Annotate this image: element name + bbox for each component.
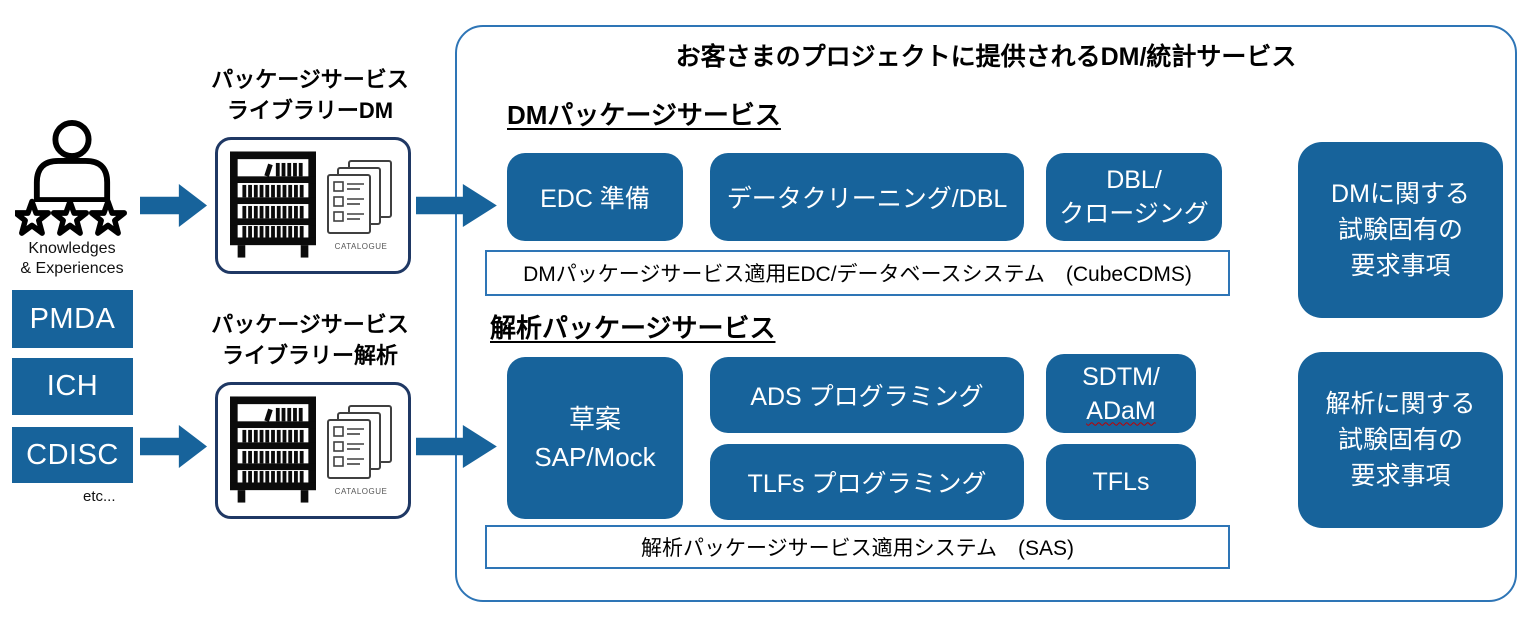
etc-label: etc... <box>83 488 116 505</box>
analysis-box-ads-programming: ADS プログラミング <box>710 357 1024 433</box>
knowledges-caption-line2: & Experiences <box>20 260 124 277</box>
analysis-box-tlfs-programming: TLFs プログラミング <box>710 444 1024 520</box>
analysis-box-sap-mock-line2: SAP/Mock <box>534 442 656 472</box>
source-box-cdisc: CDISC <box>12 427 133 483</box>
person-icon <box>30 118 114 203</box>
knowledges-caption-line1: Knowledges <box>28 240 116 257</box>
dm-box-data-cleaning-dbl: データクリーニング/DBL <box>710 153 1024 241</box>
dm-box-dbl-closing-line1: DBL/ <box>1106 166 1162 194</box>
requirement-box-analysis: 解析に関する 試験固有の 要求事項 <box>1298 352 1503 528</box>
bookshelf-icon <box>230 150 316 260</box>
arrow-right-icon-analysis-library-to-panel <box>416 424 498 469</box>
catalogue-label: CATALOGUE <box>334 242 388 251</box>
analysis-box-sdtm-line2: ADaM <box>1086 396 1156 425</box>
source-box-ich: ICH <box>12 358 133 415</box>
library-analysis-title-line2: ライブラリー解析 <box>221 343 398 368</box>
analysis-section-heading: 解析パッケージサービス <box>490 313 776 343</box>
source-box-pmda: PMDA <box>12 290 133 348</box>
catalogue-label: CATALOGUE <box>334 487 388 496</box>
catalogue-icon: CATALOGUE <box>326 160 396 251</box>
analysis-box-sdtm-line1: SDTM/ <box>1082 362 1160 391</box>
library-dm-title: パッケージサービス ライブラリーDM <box>195 64 425 126</box>
library-dm-title-line1: パッケージサービス <box>211 67 409 92</box>
requirement-box-dm-line3: 要求事項 <box>1350 252 1451 280</box>
analysis-box-tfls: TFLs <box>1046 444 1196 520</box>
dm-box-edc-preparation: EDC 準備 <box>507 153 683 241</box>
requirement-box-analysis-line1: 解析に関する <box>1325 390 1476 418</box>
dm-system-bar: DMパッケージサービス適用EDC/データベースシステム (CubeCDMS) <box>485 250 1230 296</box>
arrow-right-icon-knowledge-to-dm-library <box>140 183 208 228</box>
library-analysis-title-line1: パッケージサービス <box>211 312 409 337</box>
panel-title: お客さまのプロジェクトに提供されるDM/統計サービス <box>675 43 1297 71</box>
arrow-right-icon-dm-library-to-panel <box>416 183 498 228</box>
requirement-box-dm-line2: 試験固有の <box>1337 216 1463 244</box>
services-panel: お客さまのプロジェクトに提供されるDM/統計サービス DMパッケージサービス E… <box>455 25 1517 602</box>
requirement-box-dm: DMに関する 試験固有の 要求事項 <box>1298 142 1503 318</box>
library-dm-title-line2: ライブラリーDM <box>226 98 394 123</box>
requirement-box-dm-line1: DMに関する <box>1331 180 1470 208</box>
catalogue-icon: CATALOGUE <box>326 405 396 496</box>
dm-box-dbl-closing: DBL/ クロージング <box>1046 153 1222 241</box>
requirement-box-analysis-line2: 試験固有の <box>1337 426 1463 454</box>
arrow-right-icon-sources-to-analysis-library <box>140 424 208 469</box>
requirement-box-analysis-line3: 要求事項 <box>1350 462 1451 490</box>
dm-section-heading: DMパッケージサービス <box>507 100 781 130</box>
analysis-box-sap-mock-line1: 草案 <box>568 404 621 434</box>
library-dm-box: CATALOGUE <box>215 137 411 274</box>
library-analysis-box: CATALOGUE <box>215 382 411 519</box>
analysis-system-bar: 解析パッケージサービス適用システム (SAS) <box>485 525 1230 569</box>
analysis-box-sap-mock: 草案 SAP/Mock <box>507 357 683 519</box>
dm-box-dbl-closing-line2: クロージング <box>1059 200 1209 228</box>
library-analysis-title: パッケージサービス ライブラリー解析 <box>195 309 425 371</box>
three-stars-icon <box>12 198 128 238</box>
analysis-box-sdtm-adam: SDTM/ ADaM <box>1046 354 1196 433</box>
bookshelf-icon <box>230 395 316 505</box>
